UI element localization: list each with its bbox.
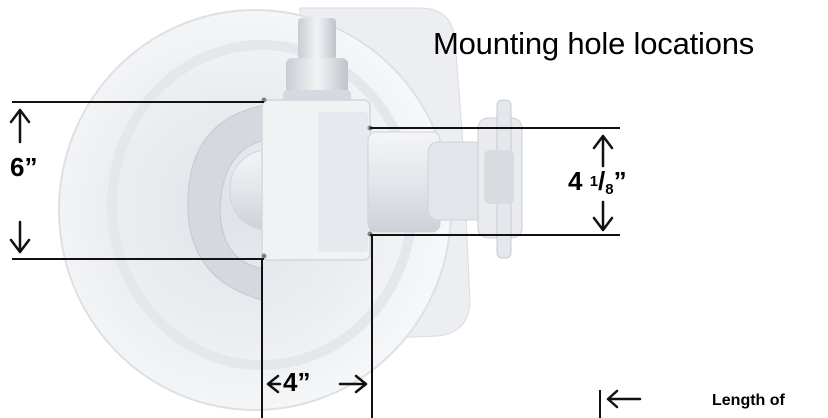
dimension-label-6in: 6” bbox=[10, 152, 38, 182]
arrow-up-4-1-8 bbox=[592, 134, 614, 168]
dimension-denominator: 8 bbox=[605, 181, 614, 198]
length-caption: Length of bbox=[712, 392, 785, 409]
arrow-left-4 bbox=[266, 374, 282, 394]
arrow-right-4 bbox=[338, 374, 368, 394]
top-post bbox=[298, 18, 336, 60]
dimension-unit: ” bbox=[613, 166, 627, 196]
mounting-hole bbox=[261, 253, 267, 259]
arrow-down-6 bbox=[9, 220, 31, 254]
feed-ring bbox=[187, 104, 266, 301]
arrow-down-4-1-8 bbox=[592, 200, 614, 232]
top-post-collar bbox=[286, 58, 348, 100]
dimension-label-4-1-8in: 4 1/8” bbox=[568, 166, 627, 198]
diagram-title: Mounting hole locations bbox=[433, 26, 755, 61]
arrow-up-6 bbox=[9, 108, 31, 144]
dimension-whole: 4 bbox=[568, 166, 583, 196]
dimension-numerator: 1 bbox=[589, 173, 599, 190]
arrow-left-length bbox=[606, 389, 642, 409]
dimension-label-4in: 4” bbox=[283, 367, 311, 397]
